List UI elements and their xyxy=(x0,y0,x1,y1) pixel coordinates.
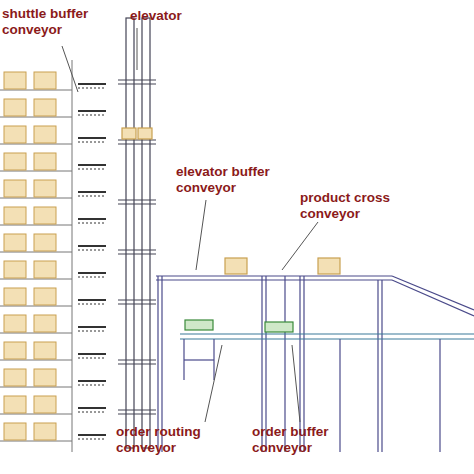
rack-shelf xyxy=(0,144,72,145)
shuttle-buffer-roller xyxy=(78,83,106,85)
shuttle-buffer-roller xyxy=(78,412,106,413)
rack-shelf xyxy=(0,117,72,118)
tote xyxy=(4,396,26,413)
part-label: shuttle buffer conveyor xyxy=(2,6,114,38)
shuttle-buffer-roller xyxy=(78,407,106,409)
tote xyxy=(4,180,26,197)
part-label: order routing conveyor xyxy=(116,424,236,456)
shuttle-buffer-roller xyxy=(78,385,106,386)
leader-lines xyxy=(62,28,318,422)
elevator-platform xyxy=(118,83,156,84)
part-label: order buffer conveyor xyxy=(252,424,372,456)
tote xyxy=(4,207,26,224)
tote xyxy=(34,423,56,440)
shuttle-buffer-roller xyxy=(78,137,106,139)
shuttle-buffer-roller xyxy=(78,110,106,112)
tote xyxy=(34,126,56,143)
shuttle-buffer-roller xyxy=(78,272,106,274)
elevator-platform xyxy=(118,253,156,254)
rack-shelf xyxy=(0,306,72,307)
tote xyxy=(34,180,56,197)
rack-shelf xyxy=(0,90,72,91)
elevator-platform xyxy=(118,413,156,414)
elevator-platform xyxy=(118,249,156,250)
rack-shelf xyxy=(0,279,72,280)
rack-shelf xyxy=(0,414,72,415)
tote xyxy=(34,207,56,224)
rack-post xyxy=(72,60,73,452)
shuttle-buffer-roller xyxy=(78,169,106,170)
elevator-platform xyxy=(118,199,156,200)
shuttle-buffer-roller xyxy=(78,218,106,220)
tote xyxy=(34,396,56,413)
tote xyxy=(4,126,26,143)
shuttle-buffer-roller xyxy=(78,88,106,89)
tote xyxy=(4,315,26,332)
part-label: elevator xyxy=(130,8,210,24)
tote xyxy=(34,342,56,359)
elevator-platform xyxy=(118,359,156,360)
rack-shelf xyxy=(0,441,72,442)
part-label: product cross conveyor xyxy=(300,190,440,222)
tote xyxy=(34,261,56,278)
rack-shelf xyxy=(0,198,72,199)
shuttle-buffer-roller xyxy=(78,223,106,224)
rack-shelf xyxy=(0,252,72,253)
conveyor-frame xyxy=(156,258,474,452)
tote xyxy=(4,234,26,251)
shuttle-buffer-roller xyxy=(78,191,106,193)
tote xyxy=(138,128,152,139)
elevator-tower xyxy=(118,18,156,448)
elevator-platform xyxy=(118,203,156,204)
tote xyxy=(34,315,56,332)
elevator-platform xyxy=(118,143,156,144)
tote xyxy=(4,423,26,440)
elevator-platform xyxy=(118,303,156,304)
tote xyxy=(34,288,56,305)
shuttle-buffer-roller xyxy=(78,277,106,278)
shuttle-buffer-roller xyxy=(78,304,106,305)
elevator-platform xyxy=(118,79,156,80)
shuttle-buffer-roller xyxy=(78,380,106,382)
shuttle-buffer-roller xyxy=(78,299,106,301)
shuttle-buffer-roller xyxy=(78,439,106,440)
shuttle-buffer-roller xyxy=(78,250,106,251)
tote xyxy=(4,99,26,116)
shuttle-rack xyxy=(0,60,106,452)
rack-shelf xyxy=(0,333,72,334)
tote xyxy=(34,153,56,170)
tote xyxy=(34,234,56,251)
shuttle-buffer-roller xyxy=(78,164,106,166)
shuttle-buffer-roller xyxy=(78,434,106,436)
tote xyxy=(4,153,26,170)
tote xyxy=(4,342,26,359)
rack-shelf xyxy=(0,360,72,361)
elevator-platform xyxy=(118,409,156,410)
shuttle-buffer-roller xyxy=(78,245,106,247)
shuttle-buffer-roller xyxy=(78,331,106,332)
tote xyxy=(4,288,26,305)
tote xyxy=(122,128,136,139)
part-label: elevator buffer conveyor xyxy=(176,164,308,196)
tote xyxy=(4,261,26,278)
rack-shelf xyxy=(0,387,72,388)
rack-shelf xyxy=(0,171,72,172)
shuttle-buffer-roller xyxy=(78,115,106,116)
shuttle-buffer-roller xyxy=(78,196,106,197)
tote xyxy=(34,99,56,116)
tote xyxy=(34,72,56,89)
shuttle-buffer-roller xyxy=(78,142,106,143)
shuttle-buffer-roller xyxy=(78,326,106,328)
shuttle-buffer-roller xyxy=(78,353,106,355)
elevator-platform xyxy=(118,363,156,364)
tote xyxy=(34,369,56,386)
elevator-platform xyxy=(118,299,156,300)
tote xyxy=(4,72,26,89)
tote xyxy=(4,369,26,386)
shuttle-buffer-roller xyxy=(78,358,106,359)
rack-shelf xyxy=(0,225,72,226)
